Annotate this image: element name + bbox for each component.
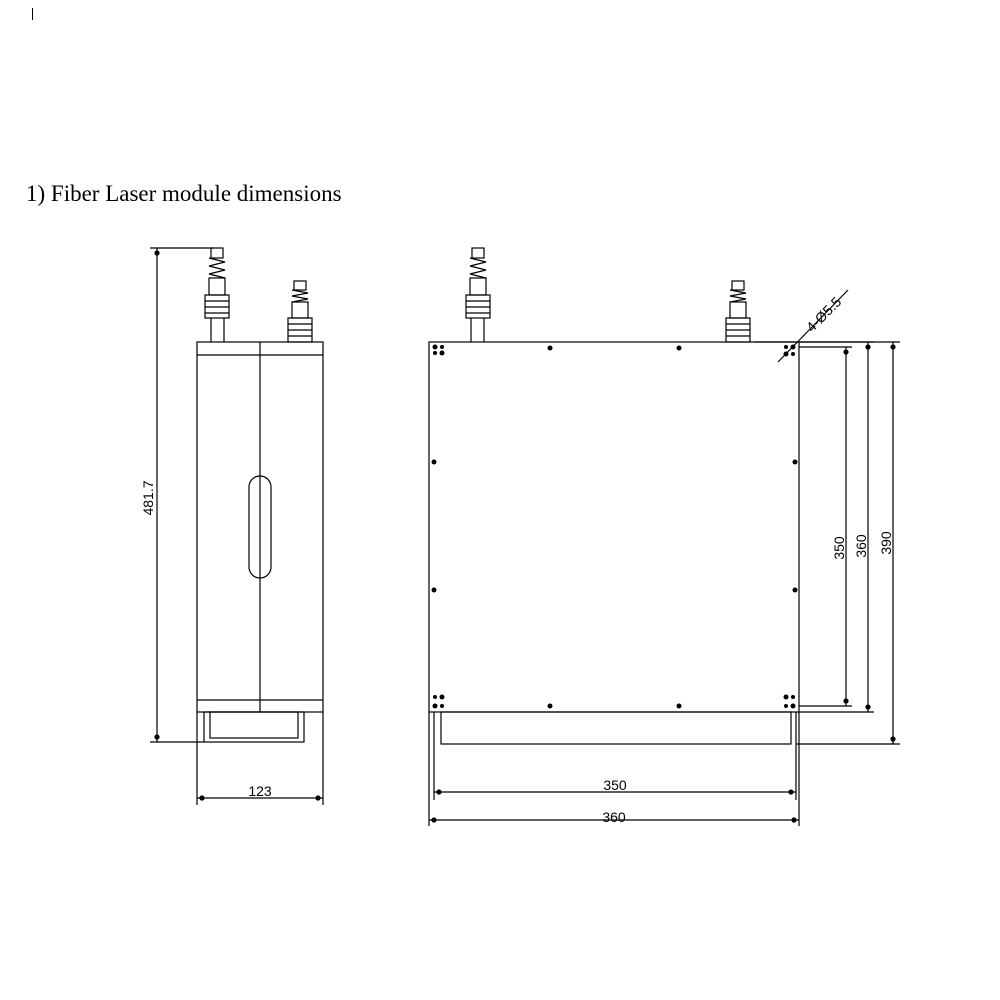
front-connector-right	[725, 280, 751, 343]
side-connector-right	[287, 280, 313, 343]
front-connector-left	[465, 247, 491, 342]
front-width-outer-label: 360	[602, 809, 626, 825]
front-plate	[428, 341, 800, 713]
side-foot-inner	[209, 711, 299, 739]
front-height-outer-label: 390	[878, 531, 894, 555]
front-height-inner-label: 350	[831, 536, 847, 560]
side-height-dimension	[150, 247, 214, 743]
front-base	[440, 711, 792, 745]
side-connector-left	[204, 247, 230, 342]
side-width-label: 123	[248, 783, 272, 799]
corner-tick-mark	[32, 8, 33, 20]
handle	[248, 475, 272, 579]
front-height-mid-label: 360	[853, 534, 869, 558]
mounting-holes	[431, 344, 798, 709]
front-view: 4-Ø5.5 350 360	[428, 247, 900, 826]
front-height-dimensions	[754, 341, 900, 745]
page-title: 1) Fiber Laser module dimensions	[26, 181, 342, 206]
hole-leader-line	[777, 289, 849, 363]
side-height-label: 481.7	[140, 480, 156, 515]
side-view: 481.7 123	[140, 247, 324, 805]
hole-callout-label: 4-Ø5.5	[803, 293, 845, 335]
side-width-dimension	[196, 712, 324, 805]
front-width-inner-label: 350	[603, 777, 627, 793]
front-width-dimensions	[428, 712, 800, 826]
